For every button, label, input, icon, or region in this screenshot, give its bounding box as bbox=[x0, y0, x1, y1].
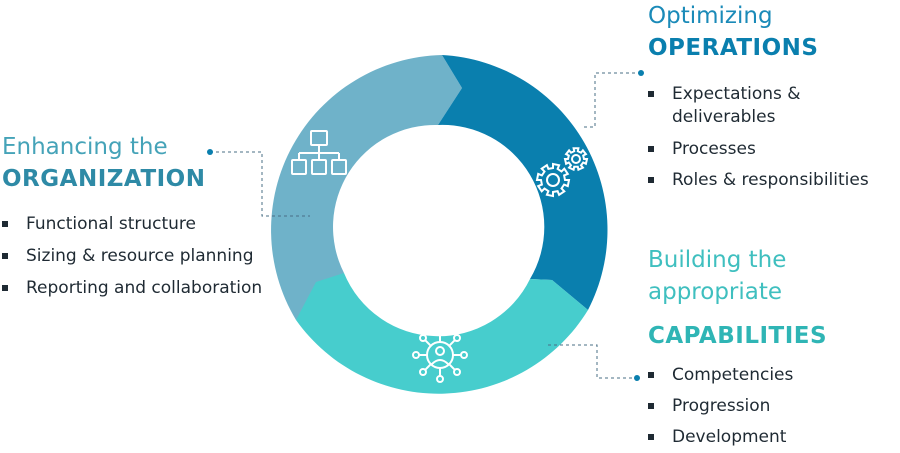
segment-capabilities bbox=[296, 273, 588, 394]
org-chart-icon bbox=[291, 130, 347, 175]
operations-heading-bold: OPERATIONS bbox=[648, 35, 819, 61]
organization-bullets: Functional structure Sizing & resource p… bbox=[2, 213, 262, 300]
organization-bullet: Functional structure bbox=[2, 213, 262, 236]
segment-organization bbox=[271, 55, 462, 320]
capabilities-heading-bold: CAPABILITIES bbox=[648, 323, 828, 349]
people-network-icon bbox=[412, 327, 468, 383]
organization-bullet: Sizing & resource planning bbox=[2, 245, 262, 268]
connector-dot-capabilities bbox=[634, 375, 640, 381]
connector-dot-organization bbox=[207, 149, 213, 155]
capabilities-bullet: Development bbox=[648, 426, 827, 449]
operations-bullets: Expectations & deliverables Processes Ro… bbox=[648, 83, 869, 192]
operations-block: Optimizing OPERATIONS Expectations & del… bbox=[648, 0, 869, 192]
operations-bullet: Processes bbox=[648, 138, 869, 161]
connector-capabilities bbox=[548, 344, 637, 379]
segment-operations bbox=[438, 55, 608, 310]
connector-organization bbox=[210, 151, 310, 217]
capabilities-bullet: Competencies bbox=[648, 364, 827, 387]
gears-icon bbox=[535, 147, 589, 198]
operations-bullet: Roles & responsibilities bbox=[648, 169, 869, 192]
organization-block: Enhancing the ORGANIZATION Functional st… bbox=[2, 131, 262, 300]
organization-heading-bold: ORGANIZATION bbox=[2, 166, 206, 192]
operations-heading-light: Optimizing bbox=[648, 3, 773, 29]
connector-operations bbox=[584, 72, 641, 128]
organization-bullet: Reporting and collaboration bbox=[2, 277, 262, 300]
operations-bullet: Expectations & deliverables bbox=[648, 83, 837, 129]
connector-dot-operations bbox=[638, 70, 644, 76]
capabilities-heading-light-1: Building the bbox=[648, 247, 787, 273]
capabilities-heading-light-2: appropriate bbox=[648, 279, 783, 305]
capabilities-bullets: Competencies Progression Development bbox=[648, 364, 827, 449]
organization-heading-light: Enhancing the bbox=[2, 134, 168, 160]
capabilities-block: Building the appropriate CAPABILITIES Co… bbox=[648, 244, 827, 449]
capabilities-bullet: Progression bbox=[648, 395, 827, 418]
